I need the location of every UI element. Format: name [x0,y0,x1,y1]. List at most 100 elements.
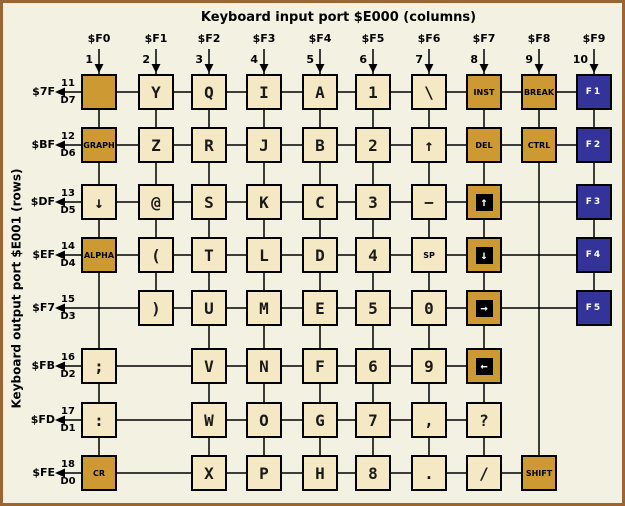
key-0: 0 [411,290,447,326]
key-t-glyph: T [204,245,214,265]
row-pin-label: 16 [61,352,75,363]
key-close-paren: ) [138,290,174,326]
key-o: O [246,402,282,438]
row-port-label: $FB [31,359,55,372]
key-graph: GRAPH [81,127,117,163]
key-at: @ [138,184,174,220]
col-pin-label: 4 [250,53,258,66]
key-9: 9 [411,348,447,384]
row-port-label: $F7 [32,301,55,314]
key-f-glyph: F [315,356,325,376]
key-8-glyph: 8 [368,463,378,483]
key-blank [81,74,117,110]
key-n-glyph: N [259,356,269,376]
key-alpha-glyph: ALPHA [83,250,115,260]
col-pin-label: 10 [572,53,588,66]
rows-axis-label: Keyboard output port $E001 (rows) [9,168,24,409]
key-up-arrow-glyph: ↑ [424,135,434,155]
key-k-glyph: K [259,192,269,212]
row-pin-label: 15 [61,294,75,305]
key-8: 8 [355,455,391,491]
col-port-label: $F8 [527,32,551,45]
key-u-glyph: U [204,298,214,318]
key-inst-glyph: INST [473,87,495,97]
key-w: W [191,402,227,438]
key-f3-glyph: F3 [585,197,603,207]
key-alpha: ALPHA [81,237,117,273]
col-pin-label: 3 [195,53,203,66]
key-semicolon-glyph: ; [94,356,104,376]
row-pin-label: 13 [61,188,75,199]
key-p-glyph: P [259,463,269,483]
key-h: H [302,455,338,491]
key-g-glyph: G [315,410,325,430]
key-down-arrow: ↓ [81,184,117,220]
key-6-glyph: 6 [368,356,378,376]
key-slash: / [466,455,502,491]
key-2: 2 [355,127,391,163]
key-z-glyph: Z [151,135,161,155]
row-bit-label: D7 [60,95,76,106]
key-space-glyph: SP [423,250,435,260]
key-f5-glyph: F5 [585,303,603,313]
row-port-label: $FE [32,466,55,479]
key-period: . [411,455,447,491]
key-5-glyph: 5 [368,298,378,318]
row-port-label: $7F [32,85,55,98]
key-cursor-up-glyph: ↑ [475,193,493,211]
key-comma: , [411,402,447,438]
key-f1-glyph: F1 [585,87,603,97]
key-1: 1 [355,74,391,110]
key-4-glyph: 4 [368,245,378,265]
col-pin-label: 7 [415,53,423,66]
key-6: 6 [355,348,391,384]
key-question-glyph: ? [479,410,489,430]
col-port-label: $F4 [308,32,332,45]
key-del: DEL [466,127,502,163]
key-d: D [302,237,338,273]
key-f2-glyph: F2 [585,140,603,150]
key-i-glyph: I [259,82,269,102]
key-colon-glyph: : [94,410,104,430]
col-pin-label: 6 [359,53,367,66]
key-x: X [191,455,227,491]
row-pin-label: 12 [61,131,75,142]
key-inst: INST [466,74,502,110]
diagram-title: Keyboard input port $E000 (columns) [200,10,477,25]
key-colon: : [81,402,117,438]
row-pin-label: 11 [61,78,75,89]
key-i: I [246,74,282,110]
col-pin-label: 2 [142,53,150,66]
key-3-glyph: 3 [368,192,378,212]
key-j: J [246,127,282,163]
col-port-label: $F1 [144,32,168,45]
key-f4-glyph: F4 [585,250,603,260]
key-7-glyph: 7 [368,410,378,430]
key-at-glyph: @ [151,192,161,212]
key-5: 5 [355,290,391,326]
key-w-glyph: W [204,410,214,430]
row-bit-label: D5 [60,205,76,216]
key-k: K [246,184,282,220]
key-3: 3 [355,184,391,220]
row-port-label: $BF [31,138,55,151]
key-graph-glyph: GRAPH [83,140,115,150]
key-q: Q [191,74,227,110]
key-space: SP [411,237,447,273]
key-backslash: \ [411,74,447,110]
key-backslash-glyph: \ [424,82,434,102]
key-f2: F2 [576,127,612,163]
key-question: ? [466,402,502,438]
key-down-arrow-glyph: ↓ [94,192,104,212]
key-up-arrow: ↑ [411,127,447,163]
col-pin-label: 1 [85,53,93,66]
key-cursor-right: → [466,290,502,326]
key-cr: CR [81,455,117,491]
key-open-paren-glyph: ( [151,245,161,265]
key-2-glyph: 2 [368,135,378,155]
key-n: N [246,348,282,384]
row-port-label: $FD [30,413,55,426]
col-port-label: $F2 [197,32,221,45]
row-bit-label: D1 [60,423,76,434]
key-cr-glyph: CR [92,468,106,478]
